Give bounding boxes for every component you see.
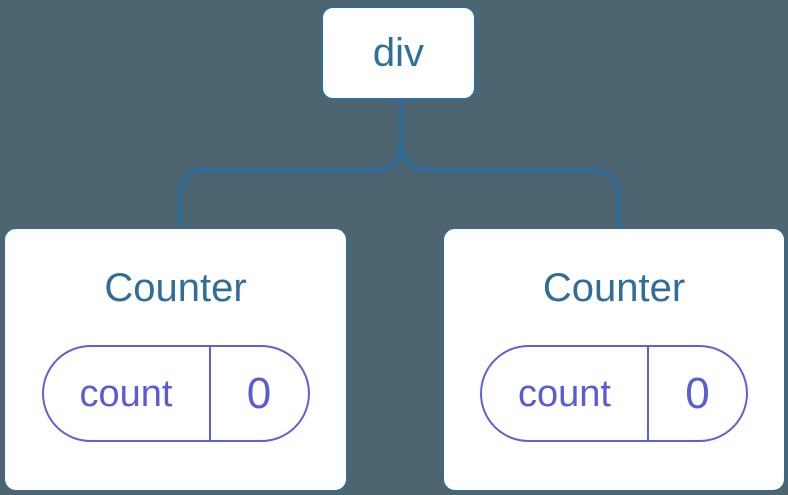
counter-title: Counter <box>104 266 247 310</box>
state-key: count <box>518 372 611 415</box>
counter-node-left: Counter count 0 <box>4 228 347 491</box>
state-value: 0 <box>208 347 308 440</box>
root-node-label: div <box>372 31 425 75</box>
state-key: count <box>79 372 173 415</box>
counter-title: Counter <box>542 266 686 310</box>
state-pill: count 0 <box>480 345 748 442</box>
connector-right-branch <box>399 99 620 229</box>
counter-node-right: Counter count 0 <box>443 228 785 491</box>
state-value: 0 <box>647 347 746 440</box>
state-pill: count 0 <box>41 345 310 442</box>
connector-left-branch <box>178 99 403 229</box>
root-node: div <box>321 6 476 100</box>
